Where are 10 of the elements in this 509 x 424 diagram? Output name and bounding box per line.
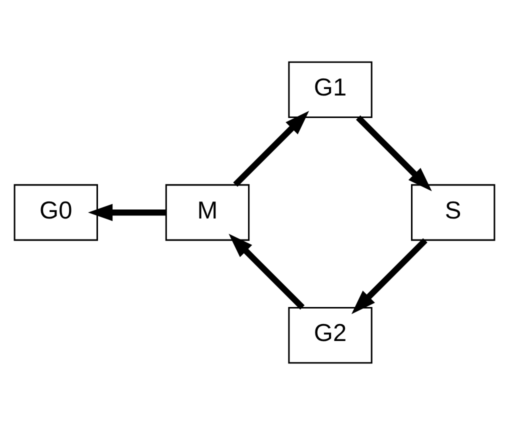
arrow: [228, 233, 305, 310]
arrow: [88, 203, 166, 221]
node-box: S: [411, 184, 496, 240]
node-box: M: [165, 184, 250, 240]
node-box: G2: [288, 306, 372, 364]
node-box: G1: [288, 60, 372, 118]
arrow: [233, 110, 310, 186]
arrow: [351, 238, 428, 314]
node-box: G0: [14, 184, 98, 240]
arrow: [356, 114, 432, 191]
